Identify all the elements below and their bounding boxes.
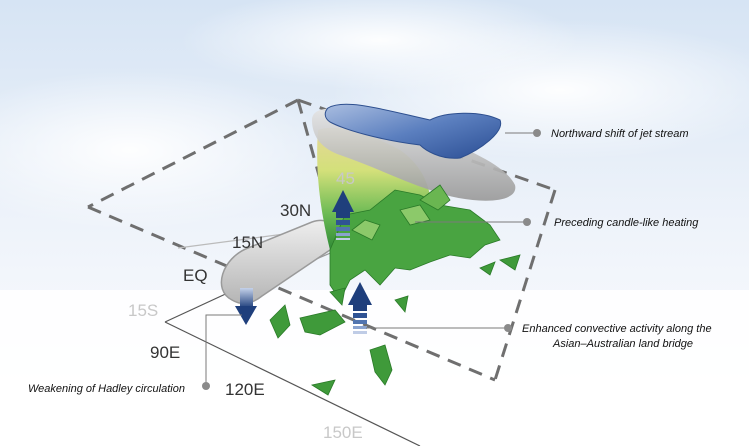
downward-arrow-hadley: [235, 288, 257, 325]
cloud: [0, 70, 330, 230]
lon-label-90e: 90E: [150, 343, 180, 362]
annotation-candle-heating: Preceding candle-like heating: [554, 217, 699, 229]
land-terrain: [269, 184, 521, 396]
lat-label-45n: 45: [336, 169, 355, 188]
annotation-convective-line1: Enhanced convective activity along the: [522, 323, 712, 335]
lat-label-30n: 30N: [280, 201, 311, 220]
lat-label-15n: 15N: [232, 233, 263, 252]
annotation-jet-stream: Northward shift of jet stream: [551, 128, 689, 140]
upward-arrow-candle: [332, 190, 354, 240]
lon-label-150e: 150E: [323, 423, 363, 442]
lat-label-eq: EQ: [183, 266, 208, 285]
annotation-leaders: [202, 129, 541, 390]
lat-label-15s: 15S: [128, 301, 158, 320]
annotation-hadley: Weakening of Hadley circulation: [28, 383, 185, 395]
upward-arrow-convective: [348, 282, 372, 334]
jet-stream: [324, 103, 502, 159]
annotation-convective-line2: Asian–Australian land bridge: [552, 338, 693, 350]
lon-label-120e: 120E: [225, 380, 265, 399]
cloud: [180, 0, 580, 90]
